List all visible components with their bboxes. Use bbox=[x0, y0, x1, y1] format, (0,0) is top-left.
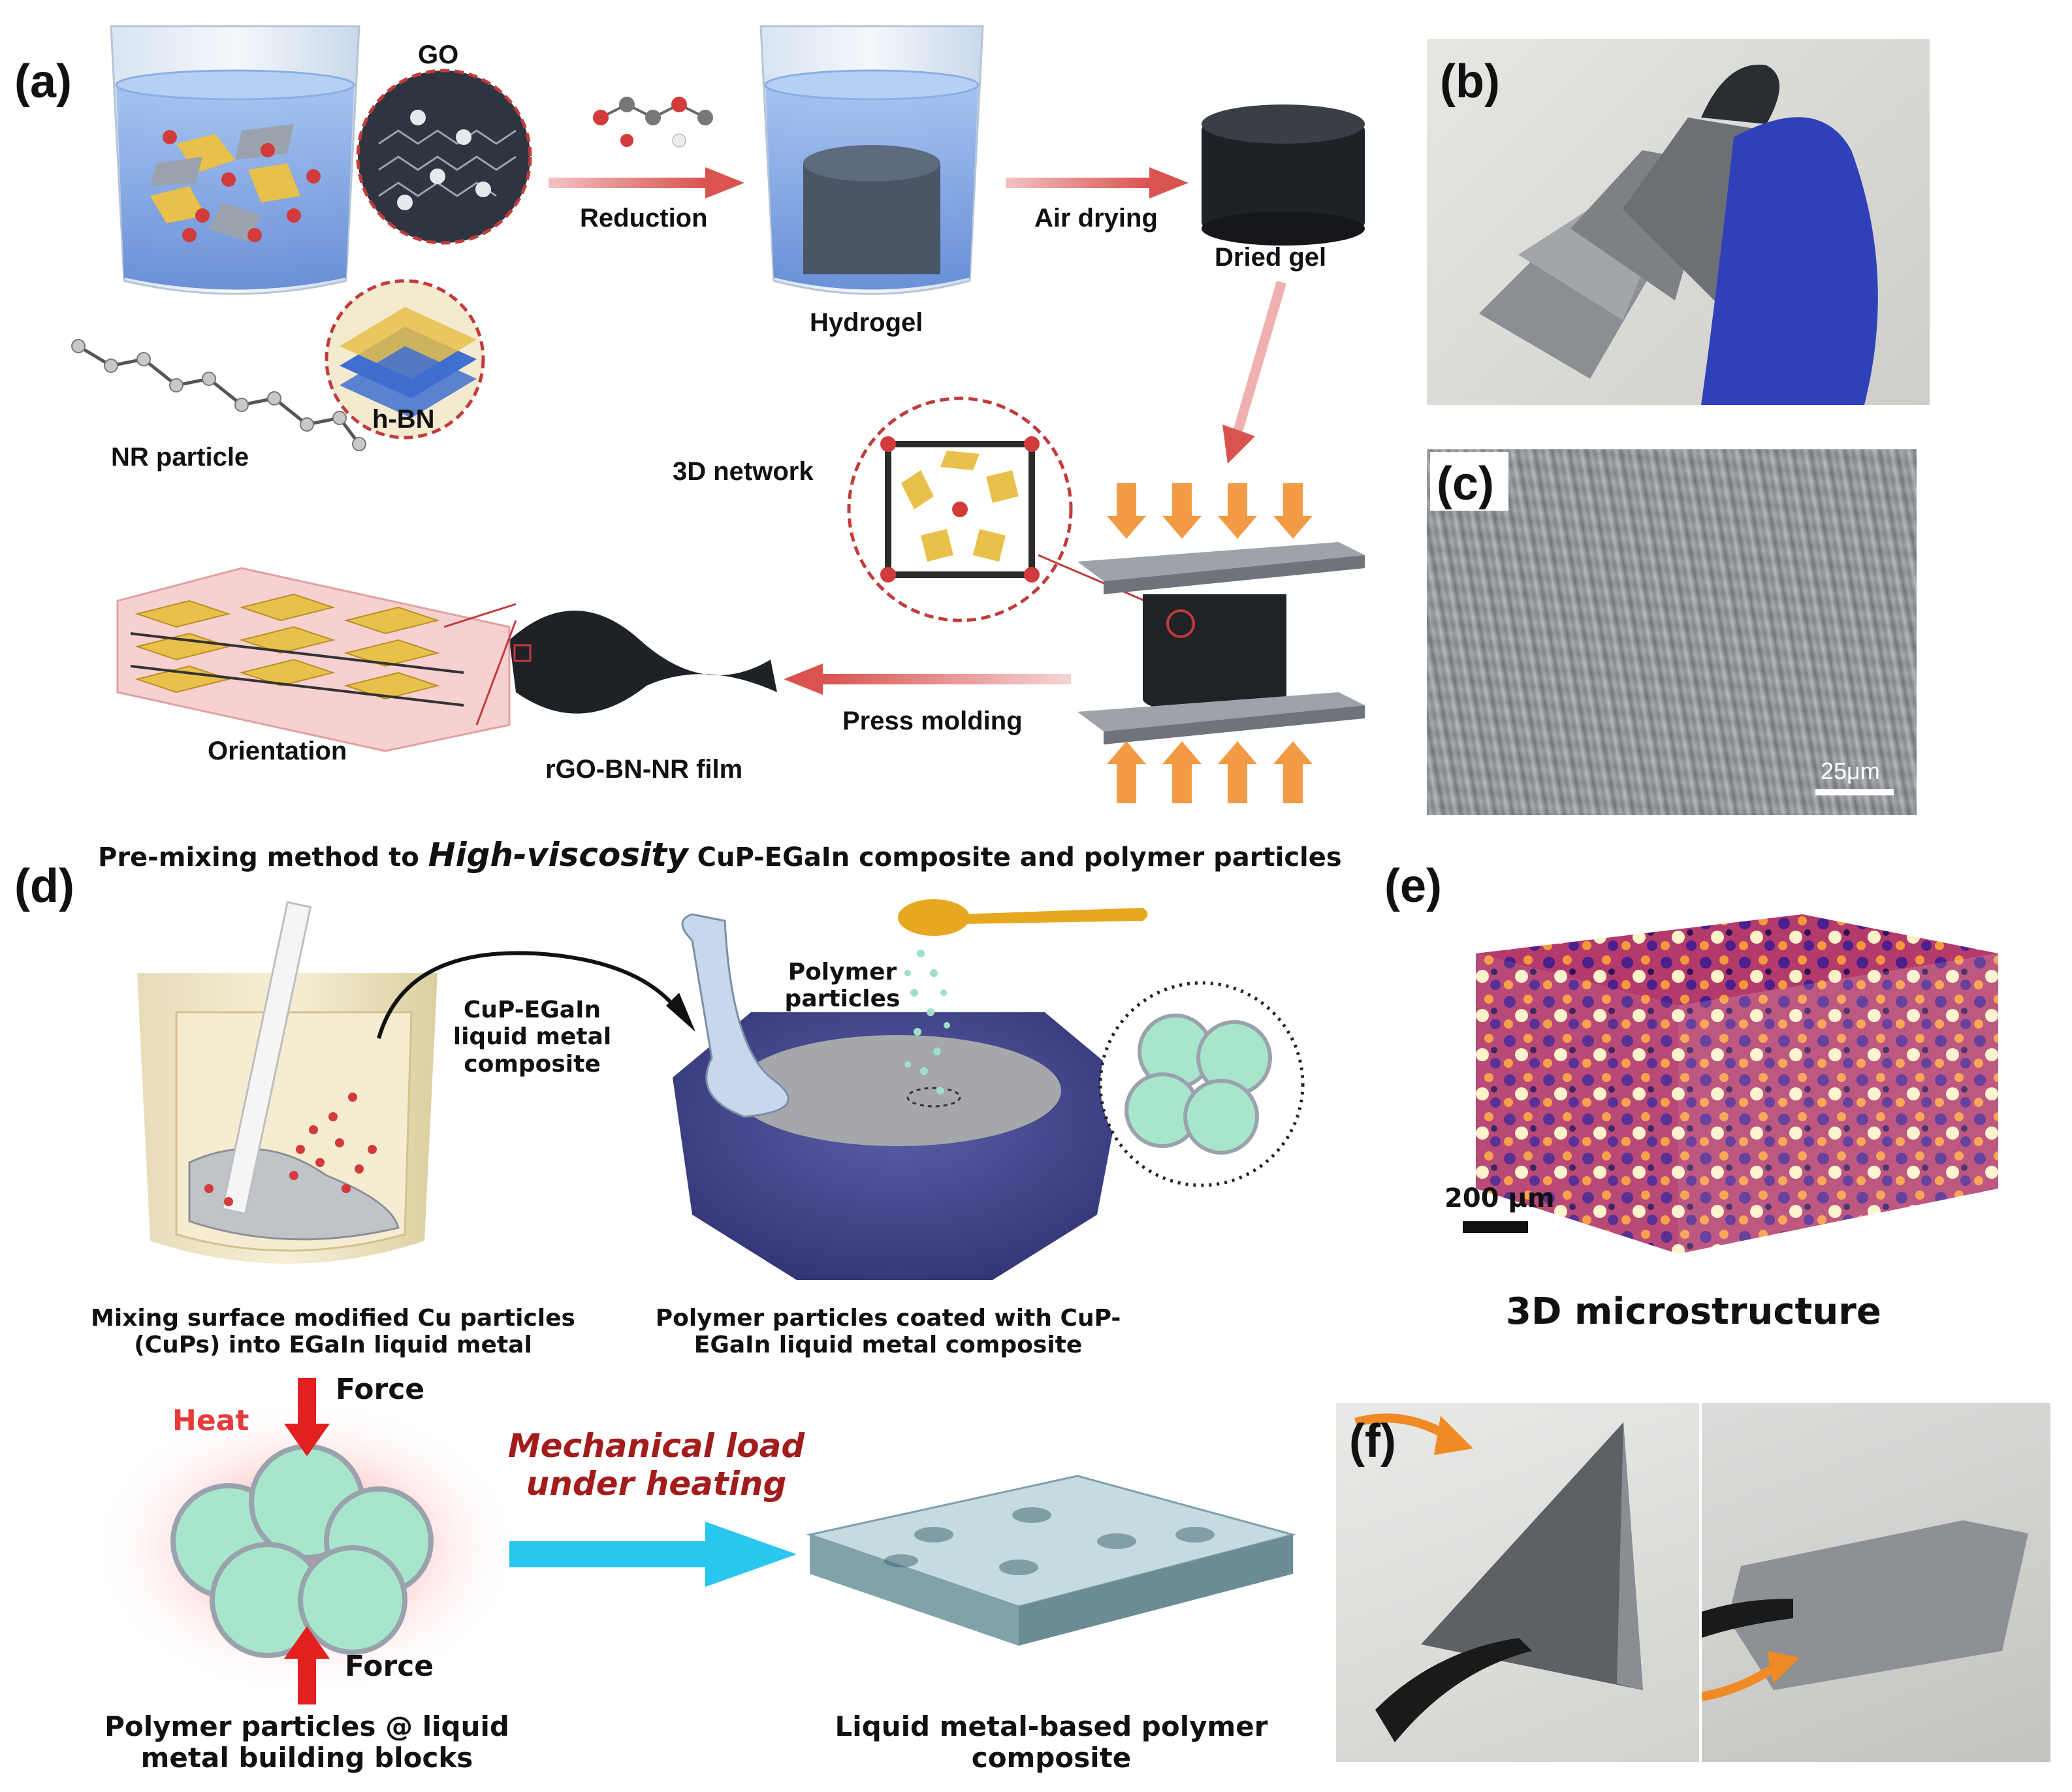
composite-caption: Liquid metal-based polymer composite bbox=[816, 1710, 1286, 1774]
panel-a-letter: (a) bbox=[14, 56, 72, 108]
mixing-caption: Mixing surface modified Cu particles (Cu… bbox=[78, 1305, 588, 1359]
panel-b-letter: (b) bbox=[1440, 56, 1500, 108]
beaker-hydrogel bbox=[759, 25, 984, 295]
go-label: GO bbox=[418, 40, 459, 69]
composite-label-2: liquid metal bbox=[453, 1023, 612, 1051]
coated-caption-1: Polymer particles coated with CuP- bbox=[655, 1305, 1121, 1332]
to-press-arrow bbox=[1222, 281, 1286, 464]
polymer-label-2: particles bbox=[784, 985, 901, 1013]
micro-scale-label: 200 μm bbox=[1444, 1183, 1555, 1213]
film-label: rGO-BN-NR film bbox=[545, 755, 743, 784]
title-emphasis: High-viscosity bbox=[428, 836, 688, 874]
beaker-go-hbn bbox=[110, 25, 360, 295]
flat-foil bbox=[1702, 1520, 2028, 1701]
go-structure-zoom bbox=[356, 69, 532, 245]
blocks-caption-1: Polymer particles @ liquid bbox=[104, 1710, 509, 1742]
3d-network-zoom bbox=[847, 396, 1176, 622]
mixing-caption-2: (CuPs) into EGaIn liquid metal bbox=[134, 1332, 532, 1359]
reduction-label: Reduction bbox=[580, 204, 708, 232]
press-molding-apparatus bbox=[1077, 483, 1365, 803]
composite-label-3: composite bbox=[464, 1050, 601, 1078]
heat-label: Heat bbox=[172, 1404, 249, 1437]
coated-caption: Polymer particles coated with CuP- EGaIn… bbox=[640, 1305, 1136, 1359]
mech-label-2: under heating bbox=[526, 1464, 787, 1503]
panel-b-photo bbox=[1427, 39, 1930, 405]
polymer-spoon bbox=[898, 899, 1148, 1095]
bent-foil bbox=[1354, 1413, 1643, 1742]
building-block-heated bbox=[91, 1378, 522, 1704]
reducing-agent-molecule bbox=[593, 97, 713, 148]
hbn-label: h-BN bbox=[372, 405, 435, 434]
orientation-label: Orientation bbox=[208, 737, 347, 765]
panel-c-sem-image bbox=[1427, 449, 1917, 815]
panel-c-letter: (c) bbox=[1437, 458, 1494, 510]
panel-d-letter: (d) bbox=[14, 860, 74, 912]
micro-scale-bar bbox=[1463, 1221, 1528, 1233]
coated-caption-2: EGaIn liquid metal composite bbox=[693, 1332, 1083, 1359]
air-drying-arrow bbox=[1006, 167, 1188, 199]
panel-d-title: Pre-mixing method to High-viscosity CuP-… bbox=[98, 836, 1342, 874]
3d-network-label: 3D network bbox=[673, 457, 814, 486]
blocks-caption: Polymer particles @ liquid metal buildin… bbox=[91, 1710, 522, 1774]
panel-f-photo-right bbox=[1702, 1403, 2050, 1762]
force-bottom-label: Force bbox=[345, 1650, 434, 1683]
reduction-arrow bbox=[549, 167, 744, 199]
mortar-bowl bbox=[673, 913, 1123, 1280]
composite-caption-2: composite bbox=[971, 1742, 1132, 1774]
air-drying-label: Air drying bbox=[1034, 204, 1158, 232]
composite-caption-1: Liquid metal-based polymer bbox=[835, 1710, 1268, 1742]
force-top-label: Force bbox=[336, 1373, 425, 1406]
blocks-caption-2: metal building blocks bbox=[140, 1742, 473, 1774]
polymer-particles-label: Polymer particles bbox=[777, 959, 908, 1013]
transfer-arrow bbox=[377, 951, 695, 1039]
nr-particle-label: NR particle bbox=[111, 443, 249, 472]
composite-label-1: CuP-EGaIn bbox=[463, 997, 601, 1023]
panel-f-photo-left bbox=[1336, 1403, 1699, 1762]
mechanical-load-label: Mechanical load under heating bbox=[503, 1427, 810, 1503]
mixing-cup bbox=[137, 901, 438, 1264]
micro-caption: 3D microstructure bbox=[1506, 1290, 1881, 1333]
orientation-block bbox=[116, 567, 517, 752]
film-sheets bbox=[1479, 65, 1878, 405]
press-molding-label: Press molding bbox=[842, 707, 1023, 735]
sem-scale-label: 25μm bbox=[1821, 758, 1880, 784]
coated-particles-zoom bbox=[1098, 981, 1305, 1187]
panel-f-letter: (f) bbox=[1349, 1415, 1396, 1467]
mechanical-load-arrow bbox=[509, 1522, 797, 1587]
rgo-bn-nr-film bbox=[509, 611, 777, 714]
dried-gel bbox=[1202, 104, 1365, 246]
panel-c-letter-bg bbox=[1430, 452, 1508, 511]
hydrogel-label: Hydrogel bbox=[810, 308, 923, 337]
title-prefix: Pre-mixing method to bbox=[98, 842, 428, 872]
composite-label: CuP-EGaIn liquid metal composite bbox=[451, 997, 614, 1078]
hbn-structure-zoom bbox=[325, 279, 485, 440]
press-molding-arrow bbox=[784, 664, 1071, 695]
dried-gel-label: Dried gel bbox=[1215, 243, 1327, 272]
nr-particle-molecule bbox=[71, 339, 366, 451]
3d-microstructure-render bbox=[1476, 914, 1998, 1254]
sem-scale-bar bbox=[1815, 789, 1894, 795]
polymer-label-1: Polymer bbox=[788, 959, 897, 985]
title-suffix: CuP-EGaIn composite and polymer particle… bbox=[688, 842, 1342, 872]
composite-slab bbox=[806, 1475, 1297, 1646]
mixing-caption-1: Mixing surface modified Cu particles bbox=[91, 1305, 575, 1332]
panel-e-letter: (e) bbox=[1384, 860, 1442, 912]
mech-label-1: Mechanical load bbox=[507, 1427, 805, 1465]
